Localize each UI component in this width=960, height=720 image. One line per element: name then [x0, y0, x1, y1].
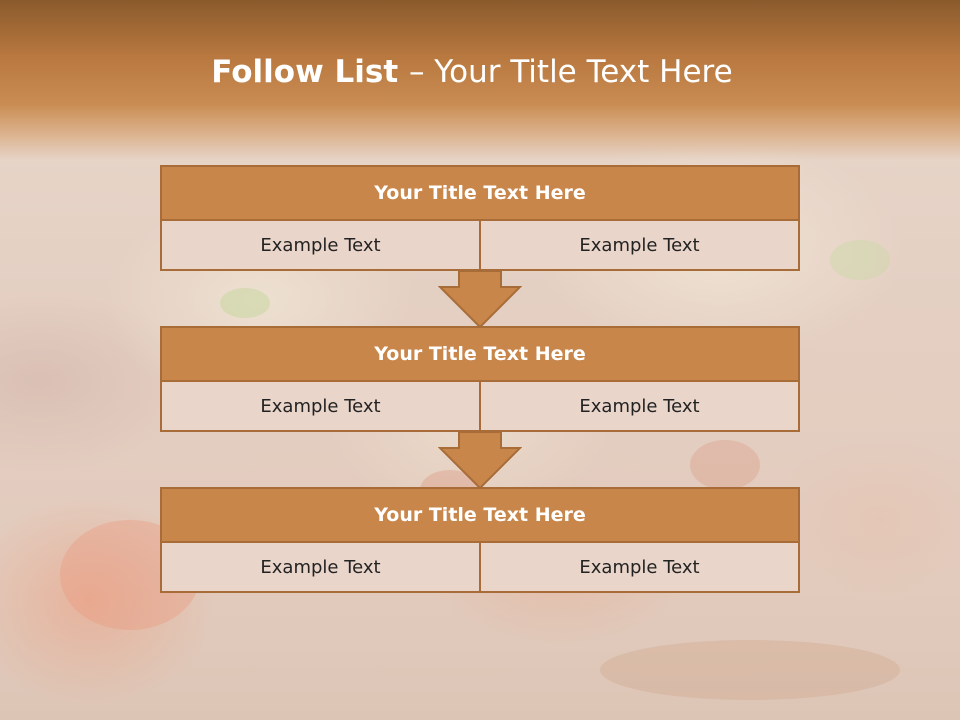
title-rest: – Your Title Text Here	[408, 54, 733, 90]
step-block-2: Your Title Text Here Example Text Exampl…	[160, 326, 800, 432]
title-bold: Follow List	[211, 54, 409, 90]
step-title: Your Title Text Here	[160, 326, 800, 382]
step-title: Your Title Text Here	[160, 487, 800, 543]
step-left-text: Example Text	[160, 221, 481, 271]
step-row: Example Text Example Text	[160, 543, 800, 593]
header-band	[0, 0, 960, 160]
step-right-text: Example Text	[481, 221, 800, 271]
down-arrow-icon	[438, 270, 522, 328]
step-row: Example Text Example Text	[160, 382, 800, 432]
step-right-text: Example Text	[481, 382, 800, 432]
background-speck	[690, 440, 760, 490]
step-block-1: Your Title Text Here Example Text Exampl…	[160, 165, 800, 271]
step-right-text: Example Text	[481, 543, 800, 593]
step-block-3: Your Title Text Here Example Text Exampl…	[160, 487, 800, 593]
background-speck	[830, 240, 890, 280]
step-title: Your Title Text Here	[160, 165, 800, 221]
background-speck	[600, 640, 900, 700]
step-left-text: Example Text	[160, 543, 481, 593]
step-left-text: Example Text	[160, 382, 481, 432]
down-arrow-icon	[438, 431, 522, 489]
step-row: Example Text Example Text	[160, 221, 800, 271]
background-speck	[220, 288, 270, 318]
slide-title: Follow List – Your Title Text Here	[0, 54, 944, 90]
